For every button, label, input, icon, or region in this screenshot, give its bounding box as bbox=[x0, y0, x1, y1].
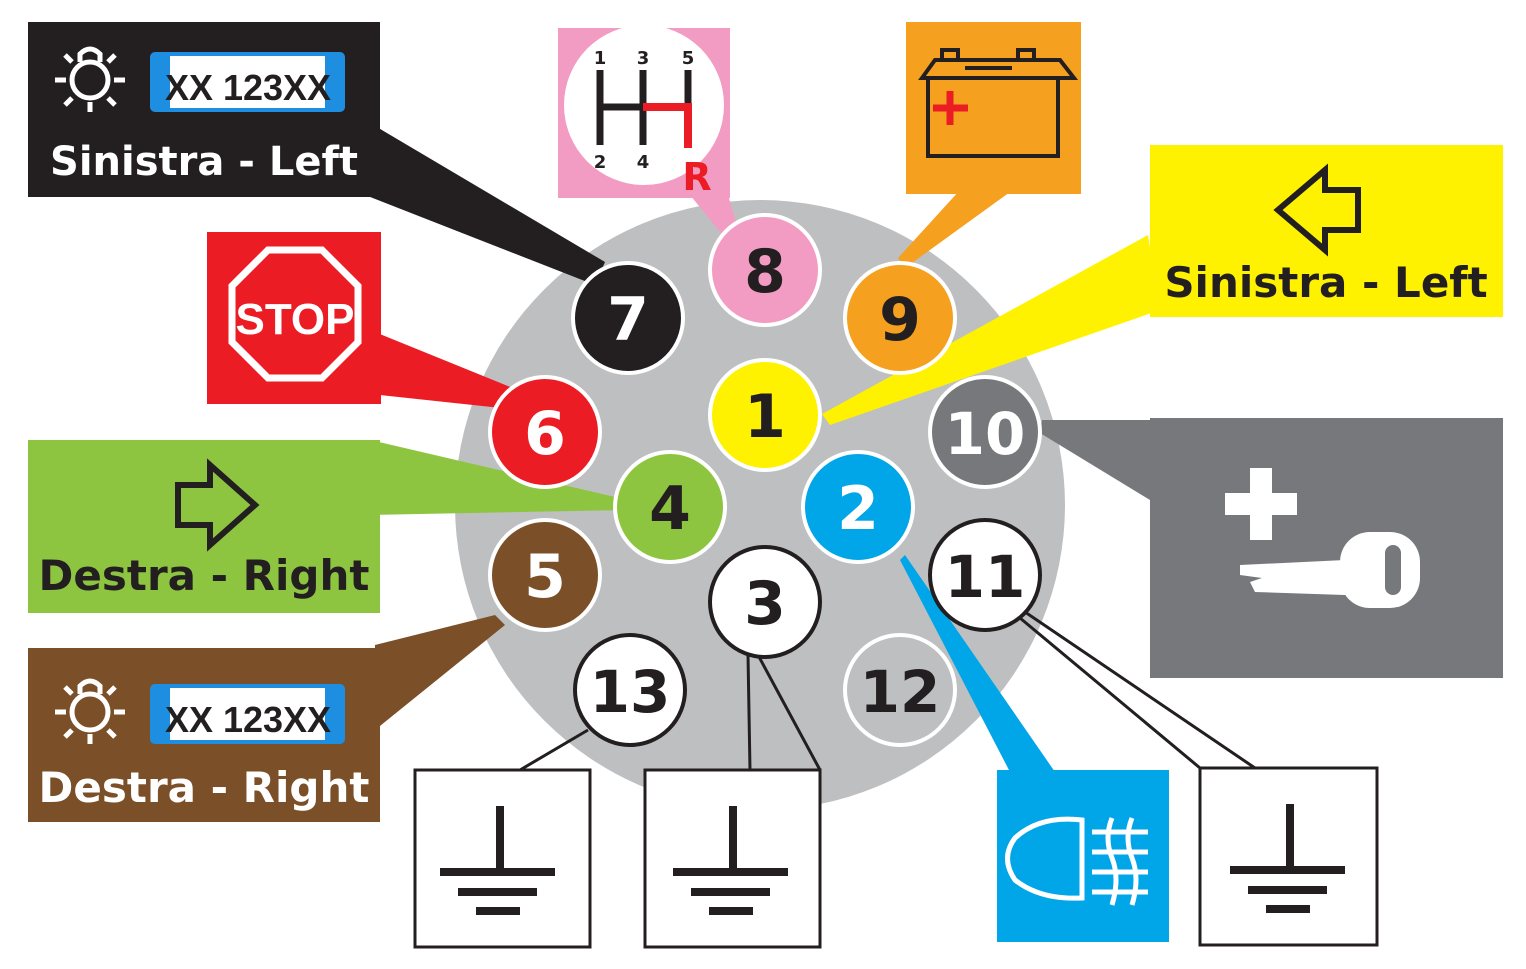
label-reverse: 1 3 5 2 4 R bbox=[558, 25, 730, 199]
pin-11: 11 bbox=[928, 518, 1042, 632]
gear-4: 4 bbox=[637, 152, 650, 173]
pin-6: 6 bbox=[488, 375, 602, 489]
gear-3: 3 bbox=[637, 48, 650, 69]
stop-sign-icon bbox=[228, 246, 362, 382]
label-text-left-position: Sinistra - Left bbox=[50, 139, 358, 185]
pin-13: 13 bbox=[573, 633, 687, 747]
pin-1: 1 bbox=[708, 358, 822, 472]
lamp-icon bbox=[55, 678, 125, 744]
svg-text:8: 8 bbox=[744, 237, 786, 307]
label-left-indicator: Sinistra - Left bbox=[1150, 145, 1503, 317]
label-ground-3 bbox=[643, 768, 822, 949]
svg-text:4: 4 bbox=[649, 474, 691, 544]
svg-text:11: 11 bbox=[945, 543, 1026, 611]
pin-2: 2 bbox=[801, 450, 915, 564]
svg-text:1: 1 bbox=[744, 382, 786, 452]
pointer-2 bbox=[900, 555, 1055, 772]
arrow-right-icon bbox=[175, 458, 260, 552]
pointer-10 bbox=[1040, 420, 1150, 500]
label-battery bbox=[906, 22, 1081, 194]
label-ignition bbox=[1150, 418, 1503, 678]
gear-2: 2 bbox=[594, 152, 607, 173]
label-stop: STOP bbox=[207, 232, 381, 404]
pin-12: 12 bbox=[843, 633, 957, 747]
ground-icon bbox=[440, 806, 555, 915]
fog-lamp-icon bbox=[1005, 816, 1148, 906]
pin-4: 4 bbox=[613, 450, 727, 564]
gear-5: 5 bbox=[682, 48, 695, 69]
svg-text:13: 13 bbox=[590, 658, 671, 726]
stop-text: STOP bbox=[235, 295, 354, 344]
label-ground-13 bbox=[413, 768, 592, 949]
pin-5: 5 bbox=[488, 518, 602, 632]
plate-text: XX 123XX bbox=[165, 699, 331, 740]
svg-text:12: 12 bbox=[860, 658, 941, 726]
ground-icon bbox=[673, 806, 788, 915]
ground-icon bbox=[1230, 804, 1345, 913]
pin-3: 3 bbox=[708, 545, 822, 659]
lamp-icon bbox=[55, 46, 125, 112]
label-ground-11 bbox=[1198, 766, 1379, 947]
label-right-indicator: Destra - Right bbox=[28, 440, 380, 613]
pin-8: 8 bbox=[708, 213, 822, 327]
plate-text: XX 123XX bbox=[165, 67, 331, 108]
battery-icon bbox=[918, 48, 1079, 158]
svg-text:9: 9 bbox=[879, 285, 921, 355]
arrow-left-icon bbox=[1273, 163, 1361, 257]
pin-7: 7 bbox=[571, 261, 685, 375]
svg-text:6: 6 bbox=[524, 399, 566, 469]
pin-10: 10 bbox=[928, 375, 1042, 489]
svg-text:3: 3 bbox=[744, 569, 786, 639]
label-text-right-position: Destra - Right bbox=[39, 763, 370, 812]
label-fog bbox=[997, 770, 1169, 942]
label-left-position: XX 123XX Sinistra - Left bbox=[28, 22, 380, 197]
svg-text:2: 2 bbox=[837, 474, 879, 544]
pointer-9 bbox=[898, 190, 1010, 268]
pointer-1 bbox=[822, 235, 1160, 425]
ground-line-3b bbox=[756, 654, 822, 771]
label-text-right-indicator: Destra - Right bbox=[39, 551, 370, 600]
pointer-6 bbox=[370, 330, 530, 410]
pin-9: 9 bbox=[843, 261, 957, 375]
svg-text:10: 10 bbox=[945, 400, 1026, 468]
label-text-left-indicator: Sinistra - Left bbox=[1164, 258, 1487, 307]
pointer-4 bbox=[370, 440, 628, 515]
gear-1: 1 bbox=[594, 48, 607, 69]
label-right-position: XX 123XX Destra - Right bbox=[28, 648, 380, 822]
pointer-7 bbox=[365, 120, 605, 285]
svg-text:5: 5 bbox=[524, 542, 566, 612]
pointer-5 bbox=[375, 615, 505, 730]
ground-line-11a bbox=[1019, 616, 1201, 770]
svg-text:7: 7 bbox=[607, 285, 649, 355]
gear-R: R bbox=[682, 155, 711, 199]
